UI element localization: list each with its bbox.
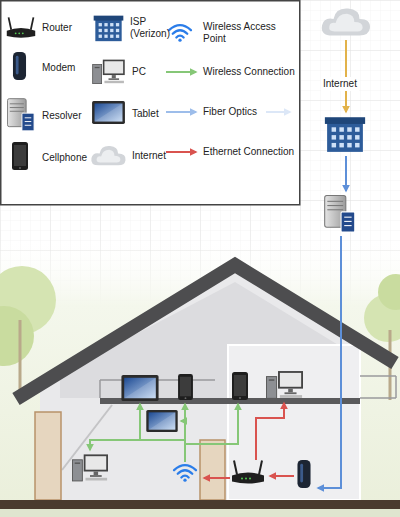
internet-chain-part	[318, 236, 341, 488]
legend-box-part	[93, 60, 125, 84]
wireless-links	[90, 404, 238, 462]
legend-label: Internet	[132, 150, 166, 162]
legend-text: Cellphone	[42, 152, 87, 163]
house-devices-part	[232, 461, 264, 484]
legend-text: Wireless Connection	[203, 66, 295, 77]
wireless-links-part	[181, 420, 185, 422]
legend-text: Tablet	[132, 108, 159, 119]
link-label: Internet	[321, 77, 359, 91]
house-part	[16, 265, 395, 399]
house-devices-part	[121, 375, 158, 401]
house-devices-part	[174, 465, 196, 482]
internet-chain-part	[345, 40, 347, 112]
scene-backdrop-part	[0, 235, 400, 517]
legend-text: Internet	[132, 150, 166, 161]
wireless-links-part	[90, 440, 185, 450]
legend-box-part	[7, 17, 35, 37]
legend-label: ISP (Verizon)	[130, 16, 182, 40]
house-part	[0, 509, 400, 517]
legend-label: Resolver	[42, 110, 81, 122]
legend-box-part	[166, 151, 196, 153]
legend-box-part	[166, 111, 196, 113]
internet-chain-part	[345, 156, 347, 191]
scene-backdrop-part	[19, 320, 22, 395]
legend-text: Router	[42, 22, 72, 33]
legend-label: Modem	[42, 62, 75, 74]
ethernet-links	[204, 403, 294, 478]
house-part	[360, 397, 396, 399]
internet-chain-part	[325, 196, 355, 232]
legend-label: Cellphone	[42, 152, 87, 164]
legend-label: PC	[132, 66, 146, 78]
internet-chain-part	[325, 117, 365, 152]
legend-box-part	[169, 25, 191, 42]
legend-label: Tablet	[132, 108, 159, 120]
internet-chain-part	[322, 8, 370, 35]
house-part	[0, 500, 400, 509]
legend-box-part	[266, 111, 290, 113]
house-part	[200, 440, 225, 500]
house-devices-part	[297, 460, 310, 488]
legend-text: Resolver	[42, 110, 81, 121]
house-devices	[72, 371, 310, 488]
legend-text: Ethernet Connection	[203, 146, 294, 157]
wireless-links-part	[184, 404, 186, 462]
ethernet-links-part	[270, 475, 294, 477]
house-part	[35, 412, 61, 500]
ethernet-links-part	[256, 403, 284, 460]
house-devices-part	[232, 372, 248, 400]
scene-backdrop-part	[378, 274, 400, 310]
house-part	[360, 375, 396, 377]
legend-box-part	[7, 99, 34, 131]
legend-label: Wireless Access Point	[203, 21, 287, 45]
legend-box-part	[94, 16, 124, 42]
house-devices-part	[266, 371, 303, 398]
house-part	[395, 376, 397, 398]
wireless-links-part	[139, 404, 141, 440]
legend-box-part	[13, 52, 26, 80]
legend-box-part	[91, 146, 125, 165]
legend-box-part	[12, 142, 28, 170]
legend-text: Wireless Access Point	[203, 21, 276, 44]
legend-text: PC	[132, 66, 146, 77]
house-devices-part	[178, 374, 193, 400]
house-devices-part	[72, 454, 108, 481]
legend-box-part	[166, 71, 196, 73]
legend-label: Fiber Optics	[203, 106, 257, 118]
legend-box-part	[1, 1, 300, 205]
legend-label: Wireless Connection	[203, 66, 295, 78]
scene-backdrop	[0, 235, 400, 517]
legend-text: Modem	[42, 62, 75, 73]
internet-chain	[318, 8, 370, 488]
legend-text: ISP (Verizon)	[130, 16, 170, 39]
legend-label: Router	[42, 22, 72, 34]
legend-label: Ethernet Connection	[203, 146, 294, 158]
legend-box-part	[92, 101, 125, 124]
house-devices-part	[146, 410, 177, 432]
wireless-links-part	[185, 404, 238, 444]
house-part	[99, 380, 101, 398]
scene-backdrop-part	[0, 306, 34, 366]
ethernet-links-part	[204, 477, 230, 479]
legend-box	[1, 1, 300, 205]
legend-text: Fiber Optics	[203, 106, 257, 117]
